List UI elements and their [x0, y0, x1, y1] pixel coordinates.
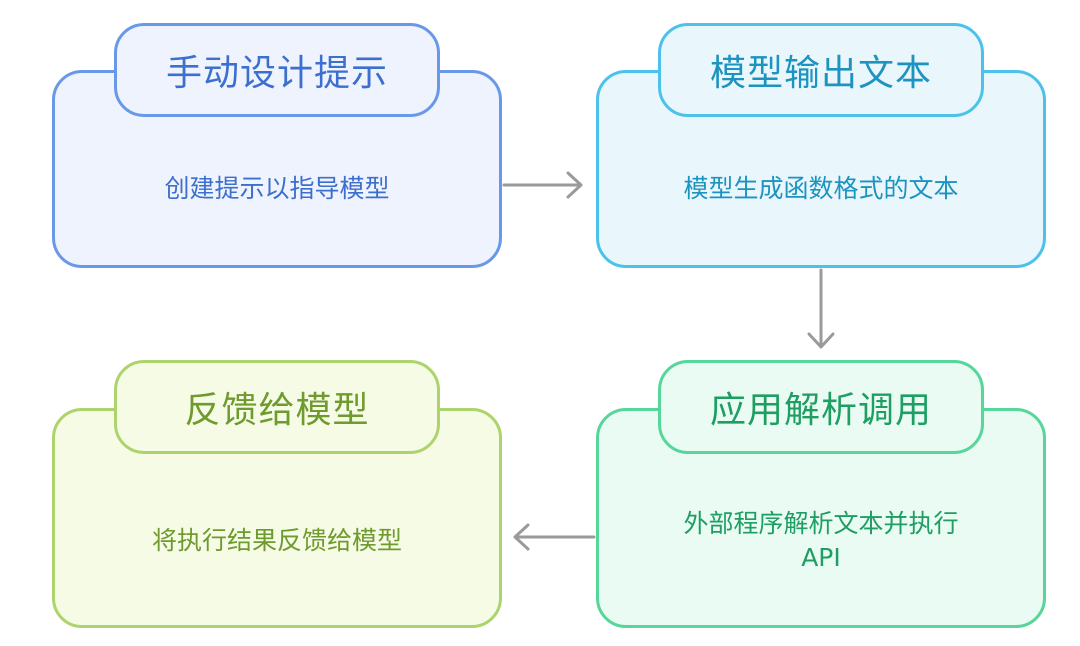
step-description: 外部程序解析文本并执行 API: [683, 509, 959, 572]
arrow-left-icon: [513, 523, 596, 551]
step-title: 模型输出文本: [658, 23, 984, 117]
step-title: 手动设计提示: [114, 23, 440, 117]
arrow-right-icon: [502, 171, 583, 199]
step-description: 将执行结果反馈给模型: [151, 526, 402, 555]
step-title: 应用解析调用: [658, 360, 984, 454]
step-description: 创建提示以指导模型: [164, 174, 390, 203]
step-description: 模型生成函数格式的文本: [683, 174, 959, 203]
arrow-down-icon: [807, 268, 835, 349]
step-title: 反馈给模型: [114, 360, 440, 454]
